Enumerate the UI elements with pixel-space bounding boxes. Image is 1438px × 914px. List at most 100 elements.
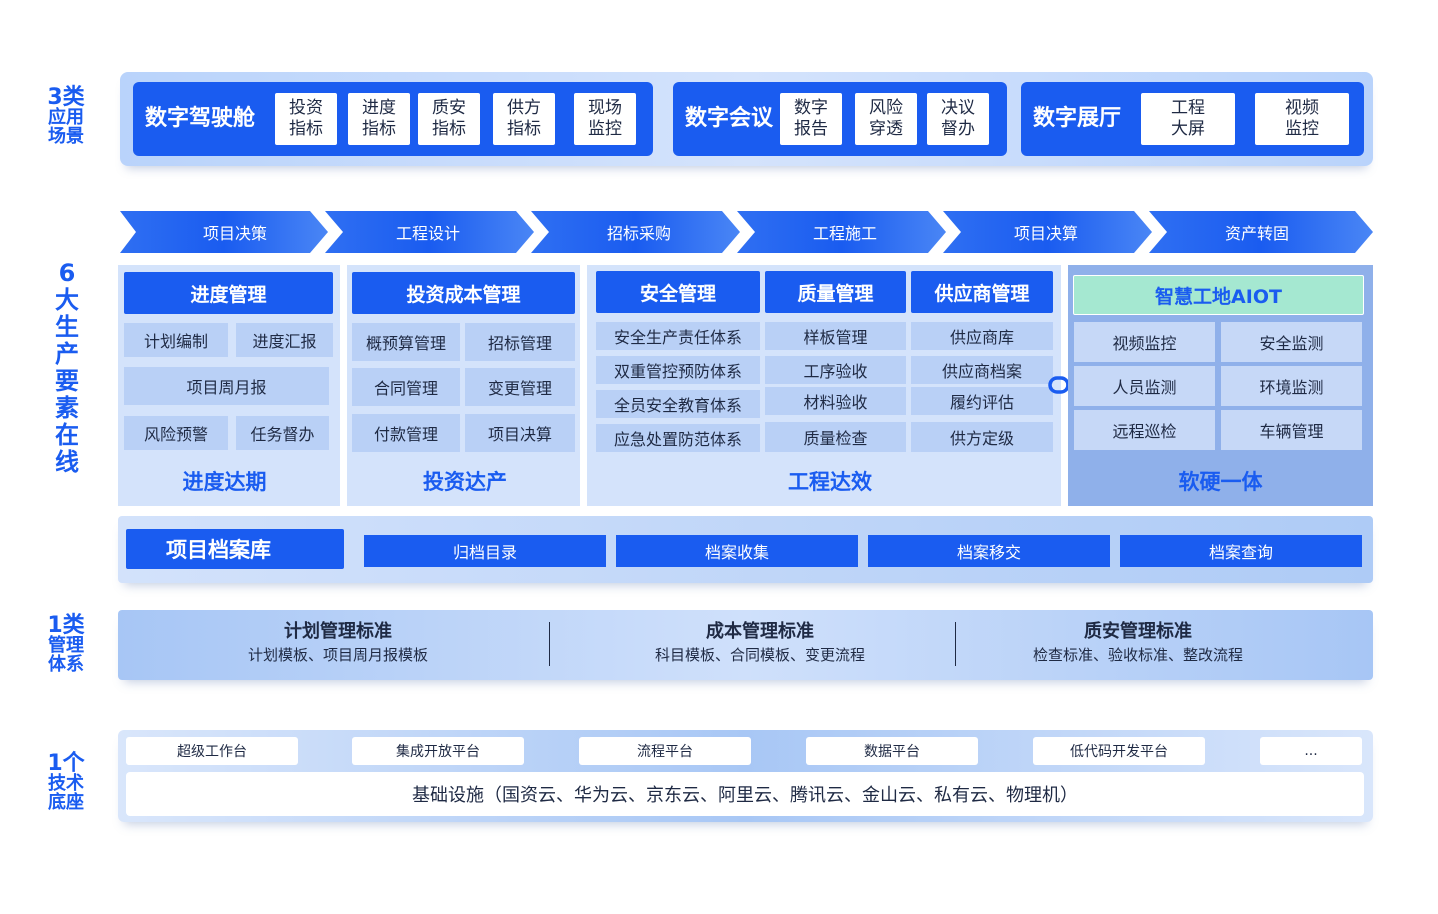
process-step[interactable]: 工程施工 [812,224,877,243]
label-tech-base: 1个 技术 底座 [30,752,102,813]
cell-safety-responsibility[interactable]: 安全生产责任体系 [596,322,760,350]
label-tech-base-line3: 底座 [48,791,84,813]
cell-material-acceptance[interactable]: 材料验收 [765,387,906,415]
cell-environment-monitor[interactable]: 环境监测 [1221,366,1362,406]
cell-change[interactable]: 变更管理 [465,368,575,406]
label-six-factors-char: 大 [55,286,79,314]
cell-process-acceptance[interactable]: 工序验收 [765,356,906,384]
cell-payment[interactable]: 付款管理 [352,414,460,452]
scene-title: 数字展厅 [1033,106,1122,131]
scene-chip[interactable]: 视频 监控 [1255,93,1349,145]
label-app-scenes-line2: 应用 [48,107,84,129]
standard-title: 成本管理标准 [706,621,814,642]
label-app-scenes: 3类 应用 场景 [30,86,102,147]
process-step[interactable]: 工程设计 [395,224,460,243]
label-six-factors-char: 在 [55,421,79,449]
scene-chip[interactable]: 风险 穿透 [855,93,917,145]
platform-chip[interactable]: 集成开放平台 [352,737,524,765]
scene-digital-meeting: 数字会议 数字 报告 风险 穿透 决议 督办 [673,82,1007,156]
label-six-factors-char: 线 [55,448,79,476]
cell-supplier-archive[interactable]: 供应商档案 [911,356,1053,384]
scene-chip[interactable]: 投资 指标 [275,93,337,145]
cell-progress-report[interactable]: 进度汇报 [236,323,333,357]
standard-plan[interactable]: 计划管理标准 计划模板、项目周月报模板 [198,620,478,666]
cell-budget[interactable]: 概预算管理 [352,323,460,361]
process-step[interactable]: 招标采购 [606,224,671,243]
cell-plan-compile[interactable]: 计划编制 [124,323,228,357]
archive-title[interactable]: 项目档案库 [126,529,344,569]
scenes-panel: 数字驾驶舱 投资 指标 进度 指标 质安 指标 供方 指标 现场 监控 数字会议… [120,72,1373,166]
archive-item[interactable]: 归档目录 [364,535,606,567]
cell-contract[interactable]: 合同管理 [352,368,460,406]
platform-chip[interactable]: 数据平台 [806,737,978,765]
cell-dual-control[interactable]: 双重管控预防体系 [596,356,760,384]
cell-emergency-response[interactable]: 应急处置防范体系 [596,424,760,452]
label-mgmt-system: 1类 管理 体系 [30,614,102,675]
scene-chip[interactable]: 现场 监控 [574,93,636,145]
standard-quality-safety[interactable]: 质安管理标准 检查标准、验收标准、整改流程 [988,620,1288,666]
scene-chip[interactable]: 质安 指标 [418,93,480,145]
scene-chip[interactable]: 决议 督办 [927,93,989,145]
standard-desc: 检查标准、验收标准、整改流程 [1032,646,1243,664]
standards-panel: 计划管理标准 计划模板、项目周月报模板 成本管理标准 科目模板、合同模板、变更流… [118,610,1373,680]
process-arrow-shape [531,211,740,253]
label-mgmt-system-line2: 管理 [48,635,84,657]
column-head-supplier[interactable]: 供应商管理 [911,271,1053,313]
standard-title: 质安管理标准 [1084,621,1192,642]
label-six-factors: 6 大 生 产 要 素 在 线 [50,260,84,476]
label-tech-base-line2: 技术 [48,773,84,795]
scene-chip[interactable]: 工程 大屏 [1141,93,1235,145]
archive-item[interactable]: 档案查询 [1120,535,1362,567]
column-head-schedule[interactable]: 进度管理 [124,272,333,314]
process-arrow-shape [325,211,534,253]
cell-personnel-monitor[interactable]: 人员监测 [1074,366,1215,406]
infrastructure-bar[interactable]: 基础设施（国资云、华为云、京东云、阿里云、腾讯云、金山云、私有云、物理机） [126,772,1364,816]
platform-chip[interactable]: 超级工作台 [126,737,298,765]
label-six-factors-char: 要 [55,367,79,395]
cell-safety-monitor[interactable]: 安全监测 [1221,322,1362,362]
process-arrows-graphic [120,211,1373,253]
scene-title: 数字会议 [685,106,774,131]
platform-chip[interactable]: 低代码开发平台 [1033,737,1205,765]
cell-video-monitor[interactable]: 视频监控 [1074,322,1215,362]
column-head-safety[interactable]: 安全管理 [596,271,760,313]
process-flow: 项目决策 工程设计 招标采购 工程施工 项目决算 资产转固 [120,211,1373,253]
column-foot-schedule: 进度达期 [182,470,267,494]
standard-cost[interactable]: 成本管理标准 科目模板、合同模板、变更流程 [610,620,910,666]
cell-remote-inspection[interactable]: 远程巡检 [1074,410,1215,450]
process-step[interactable]: 项目决算 [1013,224,1078,243]
column-foot-investment: 投资达产 [423,470,507,494]
scene-chip[interactable]: 供方 指标 [493,93,555,145]
cell-safety-education[interactable]: 全员安全教育体系 [596,390,760,418]
cell-risk-warning[interactable]: 风险预警 [124,416,228,450]
archive-item[interactable]: 档案移交 [868,535,1110,567]
column-engineering: 安全管理 质量管理 供应商管理 安全生产责任体系 双重管控预防体系 全员安全教育… [587,265,1061,506]
cell-task-supervision[interactable]: 任务督办 [236,416,329,450]
cell-quality-inspection[interactable]: 质量检查 [765,422,906,452]
archive-item[interactable]: 档案收集 [616,535,858,567]
column-head-investment[interactable]: 投资成本管理 [352,272,575,314]
platform-chip[interactable]: ... [1260,737,1362,765]
cell-weekly-monthly-report[interactable]: 项目周月报 [124,367,329,405]
label-six-factors-char: 6 [58,259,76,287]
column-foot-aiot: 软硬一体 [1178,470,1263,494]
cell-vehicle-mgmt[interactable]: 车辆管理 [1221,410,1362,450]
column-head-quality[interactable]: 质量管理 [765,271,906,313]
cell-bidding[interactable]: 招标管理 [465,323,575,361]
cell-supplier-grading[interactable]: 供方定级 [911,422,1053,452]
cell-final-accounts[interactable]: 项目决算 [465,414,575,452]
scene-chip[interactable]: 进度 指标 [348,93,410,145]
process-arrow-shape [943,211,1152,253]
cell-supplier-library[interactable]: 供应商库 [911,322,1053,350]
platform-chip[interactable]: 流程平台 [579,737,751,765]
scene-chip[interactable]: 数字 报告 [780,93,842,145]
column-foot-engineering: 工程达效 [788,470,872,494]
column-head-aiot[interactable]: 智慧工地AIOT [1073,275,1364,315]
label-tech-base-line1: 1个 [47,751,85,776]
standard-divider [549,622,550,666]
process-step[interactable]: 资产转固 [1224,224,1289,243]
process-step[interactable]: 项目决策 [202,224,267,243]
cell-performance-eval[interactable]: 履约评估 [911,387,1053,415]
cell-sample-mgmt[interactable]: 样板管理 [765,322,906,350]
tech-base-panel: 超级工作台 集成开放平台 流程平台 数据平台 低代码开发平台 ... 基础设施（… [118,730,1373,822]
